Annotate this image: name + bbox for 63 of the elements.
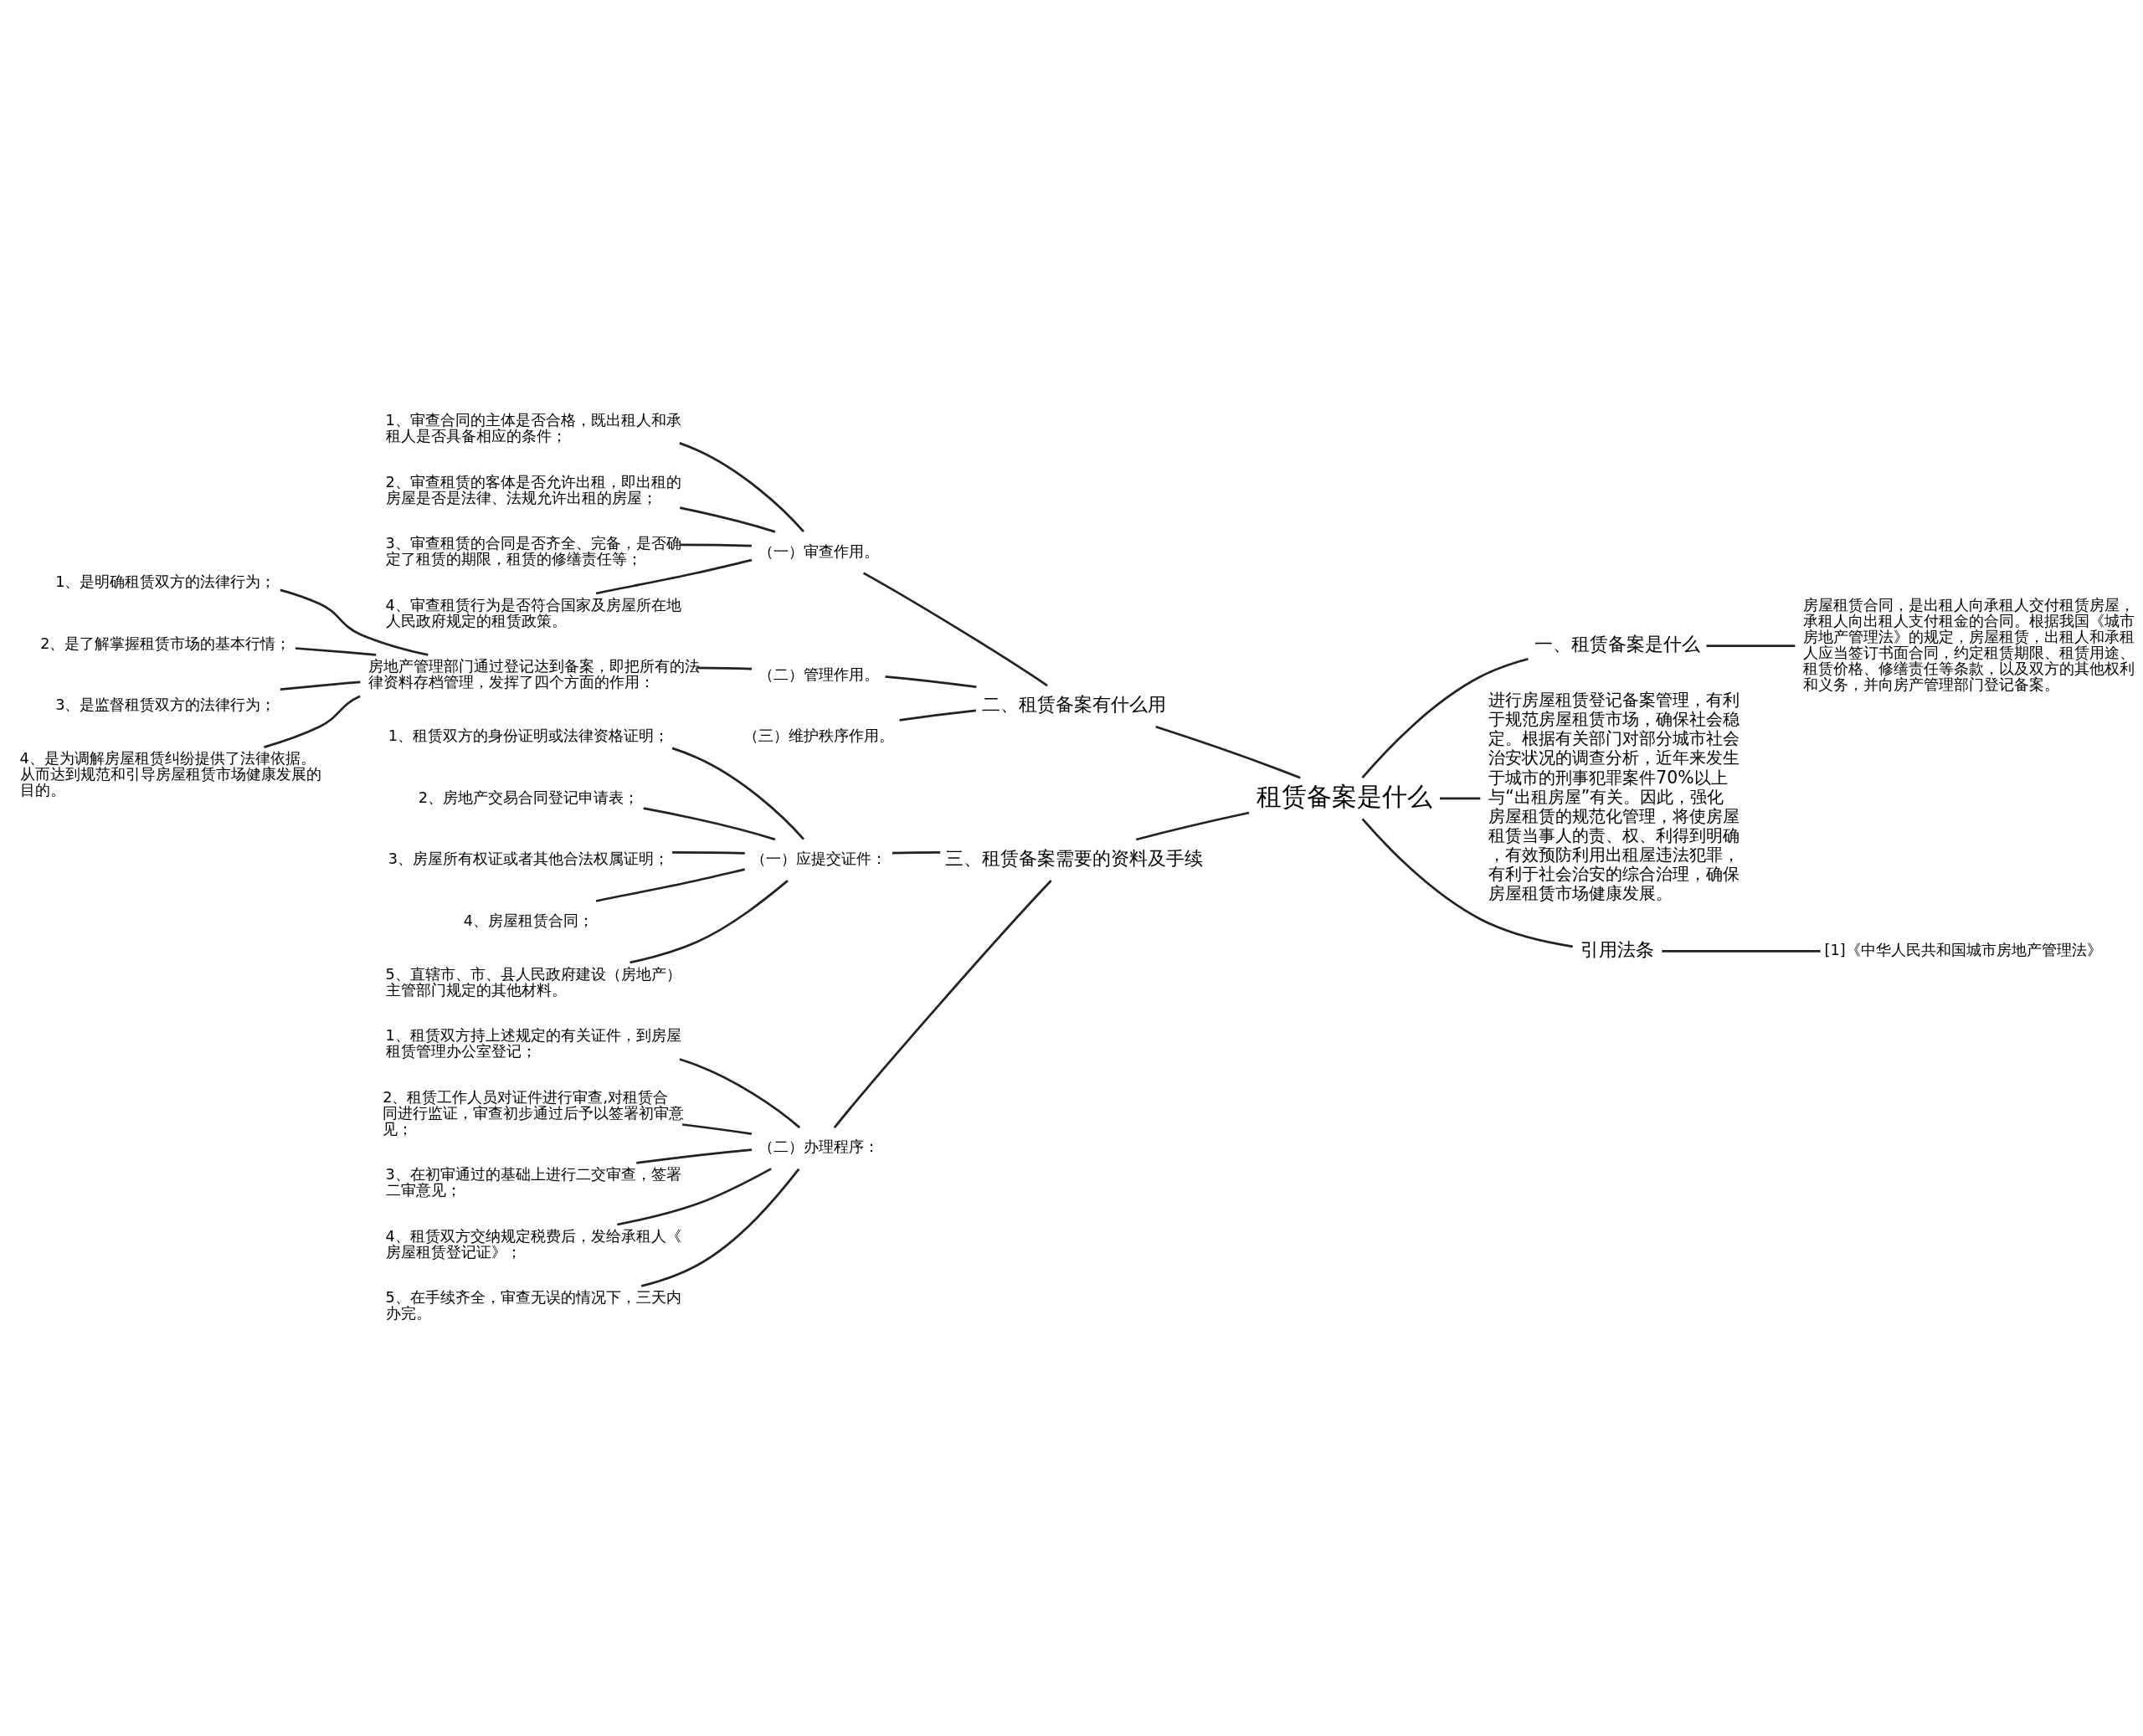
node-text: 3、在初审通过的基础上进行二交审查，签署二审意见； — [385, 1166, 681, 1199]
connector — [679, 506, 776, 533]
node-text: 4、房屋租赁合同； — [463, 912, 594, 929]
node-text: （三）维护秩序作用。 — [743, 727, 894, 745]
connector — [640, 1168, 800, 1287]
node-text: 2、是了解掌握租赁市场的基本行情； — [40, 634, 291, 652]
connector — [630, 880, 789, 964]
node-text: 进行房屋租赁登记备案管理，有利于规范房屋租赁市场，确保社会稳定。根据有关部门对部分城市社会治安状况的调查分析，近年来发生于城市的刑事犯罪案件70%以上与“出租房屋”有关。因此，强化房屋租赁的规范化管理，将使房屋租赁当事人的责、权、利得到明确，有效预防利用出租屋违法犯罪，有利于社会治安的综合治理，确保房屋租赁市场健康发展。 — [1488, 690, 1740, 904]
node-text: 三、租赁备案需要的资料及手续 — [945, 847, 1204, 869]
node-text: 3、房屋所有权证或者其他合法权属证明； — [388, 850, 670, 868]
connector — [682, 1123, 753, 1135]
node-text: 一、租赁备案是什么 — [1534, 633, 1700, 655]
connector — [280, 588, 429, 656]
connector — [892, 850, 941, 855]
node-text: 租赁备案是什么 — [1257, 781, 1432, 811]
connector — [680, 543, 752, 547]
node-text: （二）管理作用。 — [758, 665, 879, 683]
connector — [899, 709, 976, 722]
node-text: 2、租赁工作人员对证件进行审查,对租赁合同进行监证，审查初步通过后予以签署初审意见； — [383, 1088, 685, 1138]
node-text: 3、是监督租赁双方的法律行为； — [55, 696, 276, 714]
node-text: 1、租赁双方的身份证明或法律资格证明； — [388, 727, 670, 745]
connector — [595, 558, 753, 595]
node-text: [1]《中华人民共和国城市房地产管理法》 — [1824, 941, 2102, 958]
connector — [696, 666, 753, 670]
node-text: （一）应提交证件： — [750, 850, 886, 868]
node-text: 4、是为调解房屋租赁纠纷提供了法律依据。从而达到规范和引导房屋租赁市场健康发展的目的。 — [19, 750, 321, 799]
connector — [1439, 797, 1481, 800]
node-text: 1、审查合同的主体是否合格，既出租人和承租人是否具备相应的条件； — [385, 412, 681, 445]
connector — [264, 695, 361, 748]
node-text: 4、租赁双方交纳规定税费后，发给承租人《房屋租赁登记证》； — [385, 1227, 681, 1261]
connector — [679, 442, 804, 533]
node-text: 二、租赁备案有什么用 — [982, 693, 1167, 715]
node-text: 2、房地产交易合同登记申请表； — [418, 788, 640, 806]
connector — [1361, 657, 1529, 779]
node-text: 4、审查租赁行为是否符合国家及房屋所在地人民政府规定的租赁政策。 — [385, 596, 681, 629]
connector — [1706, 645, 1796, 647]
connector — [636, 1148, 753, 1164]
node-text: 3、审查租赁的合同是否齐全、完备，是否确定了租赁的期限，租赁的修缮责任等； — [385, 535, 681, 568]
connector — [1361, 818, 1573, 948]
node-text: 1、是明确租赁双方的法律行为； — [55, 573, 276, 591]
connector — [595, 868, 745, 902]
connector — [1155, 726, 1301, 779]
connector — [1662, 950, 1821, 953]
connector — [885, 675, 977, 689]
node-text: （二）办理程序： — [758, 1138, 879, 1156]
connector — [671, 747, 804, 840]
connector — [833, 880, 1052, 1129]
node-text: 1、租赁双方持上述规定的有关证件，到房屋租赁管理办公室登记； — [385, 1027, 681, 1061]
node-text: 2、审查租赁的客体是否允许出租，即出租的房屋是否是法律、法规允许出租的房屋； — [385, 473, 681, 506]
node-text: 5、在手续齐全，审查无误的情况下，三天内办完。 — [385, 1289, 681, 1323]
connector — [862, 572, 1048, 687]
connector — [672, 850, 745, 855]
connector — [295, 647, 377, 656]
node-text: 房地产管理部门通过登记达到备案，即把所有的法律资料存档管理，发挥了四个方面的作用： — [368, 658, 701, 691]
node-text: 引用法条 — [1580, 938, 1655, 960]
connector — [1136, 811, 1250, 841]
node-text: 5、直辖市、市、县人民政府建设（房地产）主管部门规定的其他材料。 — [385, 965, 681, 999]
node-text: （一）审查作用。 — [758, 542, 879, 560]
connector — [679, 1058, 801, 1129]
connector — [617, 1168, 772, 1226]
connector — [280, 681, 361, 691]
node-text: 房屋租赁合同，是出租人向承租人交付租赁房屋，承租人向出租人支付租金的合同。根据我国《城市房地产管理法》的规定，房屋租赁，出租人和承租人应当签订书面合同，约定租赁期限、租赁用途、租赁价格、修缮责任等条款，以及双方的其他权利和义务，并向房产管理部门登记备案。 — [1802, 596, 2135, 693]
connector — [643, 807, 776, 841]
